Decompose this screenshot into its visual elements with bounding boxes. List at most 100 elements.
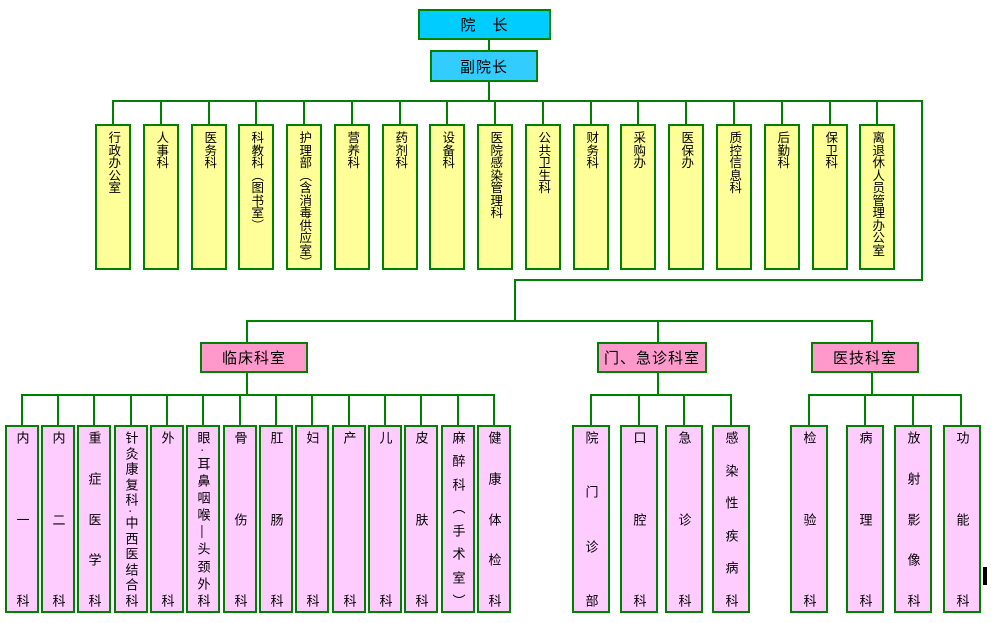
connector-line (494, 100, 496, 124)
connector-line (488, 80, 490, 101)
node-admin-dept: 科教科（图书室） (238, 124, 274, 270)
node-dept: 病理科 (846, 425, 884, 613)
node-dept: 产科 (332, 425, 366, 613)
node-dept: 院门诊部 (572, 425, 610, 613)
group-header-outpatient-emergency: 门、急诊科室 (597, 342, 707, 373)
connector-line (808, 394, 810, 426)
connector-line (733, 100, 735, 124)
connector-line (348, 394, 350, 426)
node-admin-dept: 护理部（含消毒供应室） (286, 124, 322, 270)
node-admin-dept: 后勤科 (764, 124, 800, 270)
connector-line (590, 394, 592, 426)
connector-line (21, 394, 495, 396)
node-president: 院 长 (418, 9, 551, 40)
group-header-medtech: 医技科室 (811, 342, 919, 373)
connector-line (871, 320, 873, 342)
connector-line (384, 394, 386, 426)
connector-line (112, 100, 923, 102)
text-cursor (983, 567, 987, 585)
node-admin-dept: 财务科 (573, 124, 609, 270)
group-header-clinical: 临床科室 (200, 342, 308, 373)
connector-line (514, 279, 516, 322)
connector-line (202, 394, 204, 426)
connector-line (683, 394, 685, 426)
connector-line (311, 394, 313, 426)
connector-line (57, 394, 59, 426)
connector-line (303, 100, 305, 124)
connector-line (255, 100, 257, 124)
connector-line (685, 100, 687, 124)
node-admin-dept: 医务科 (191, 124, 227, 270)
connector-line (160, 100, 162, 124)
node-dept: 针灸康复科·中西医结合科 (114, 425, 148, 613)
node-dept: 健康体检科 (477, 425, 511, 613)
connector-line (21, 394, 23, 426)
node-vice-president: 副院长 (430, 50, 538, 82)
node-dept: 眼·耳鼻咽喉—头颈外科 (186, 425, 220, 613)
connector-line (871, 372, 873, 395)
node-admin-dept: 质控信息科 (716, 124, 752, 270)
node-admin-dept: 医院感染管理科 (477, 124, 513, 270)
node-dept: 妇科 (295, 425, 329, 613)
connector-line (93, 394, 95, 426)
connector-line (912, 394, 914, 426)
connector-line (657, 372, 659, 395)
connector-line (130, 394, 132, 426)
connector-line (239, 394, 241, 426)
connector-line (638, 394, 640, 426)
node-admin-dept: 医保办 (668, 124, 704, 270)
node-dept: 重症医学科 (77, 425, 111, 613)
node-admin-dept: 采购办 (620, 124, 656, 270)
connector-line (590, 100, 592, 124)
node-dept: 功能科 (943, 425, 981, 613)
connector-line (246, 372, 248, 395)
connector-line (493, 394, 495, 426)
connector-line (637, 100, 639, 124)
node-dept: 急诊科 (665, 425, 703, 613)
connector-line (960, 394, 962, 426)
connector-line (246, 320, 873, 322)
node-dept: 感染性疾病科 (712, 425, 750, 613)
node-admin-dept: 药剂科 (382, 124, 418, 270)
connector-line (514, 279, 923, 281)
node-dept: 皮肤科 (404, 425, 438, 613)
node-admin-dept: 公共卫生科 (525, 124, 561, 270)
connector-line (542, 100, 544, 124)
node-admin-dept: 设备科 (429, 124, 465, 270)
connector-line (730, 394, 732, 426)
node-dept: 内一科 (5, 425, 39, 613)
connector-line (457, 394, 459, 426)
connector-line (829, 100, 831, 124)
connector-line (420, 394, 422, 426)
connector-line (781, 100, 783, 124)
node-admin-dept: 保卫科 (812, 124, 848, 270)
connector-line (275, 394, 277, 426)
node-dept: 麻醉科（手术室） (441, 425, 475, 613)
connector-line (399, 100, 401, 124)
node-dept: 外科 (150, 425, 184, 613)
node-dept: 内二科 (41, 425, 75, 613)
connector-line (166, 394, 168, 426)
connector-line (864, 394, 866, 426)
connector-line (590, 394, 732, 396)
node-dept: 口腔科 (620, 425, 658, 613)
node-dept: 儿科 (368, 425, 402, 613)
connector-line (446, 100, 448, 124)
node-admin-dept: 营养科 (334, 124, 370, 270)
node-dept: 骨伤科 (223, 425, 257, 613)
connector-line (488, 39, 490, 50)
connector-line (657, 320, 659, 342)
connector-line (246, 320, 248, 342)
node-admin-dept: 离退休人员管理办公室 (859, 124, 895, 270)
connector-line (208, 100, 210, 124)
node-dept: 检验科 (790, 425, 828, 613)
connector-line (876, 100, 878, 124)
node-admin-dept: 人事科 (143, 124, 179, 270)
node-dept: 放射影像科 (894, 425, 932, 613)
connector-line (112, 100, 114, 124)
node-dept: 肛肠科 (259, 425, 293, 613)
node-admin-dept: 行政办公室 (95, 124, 131, 270)
connector-line (808, 394, 962, 396)
connector-line (921, 100, 923, 281)
